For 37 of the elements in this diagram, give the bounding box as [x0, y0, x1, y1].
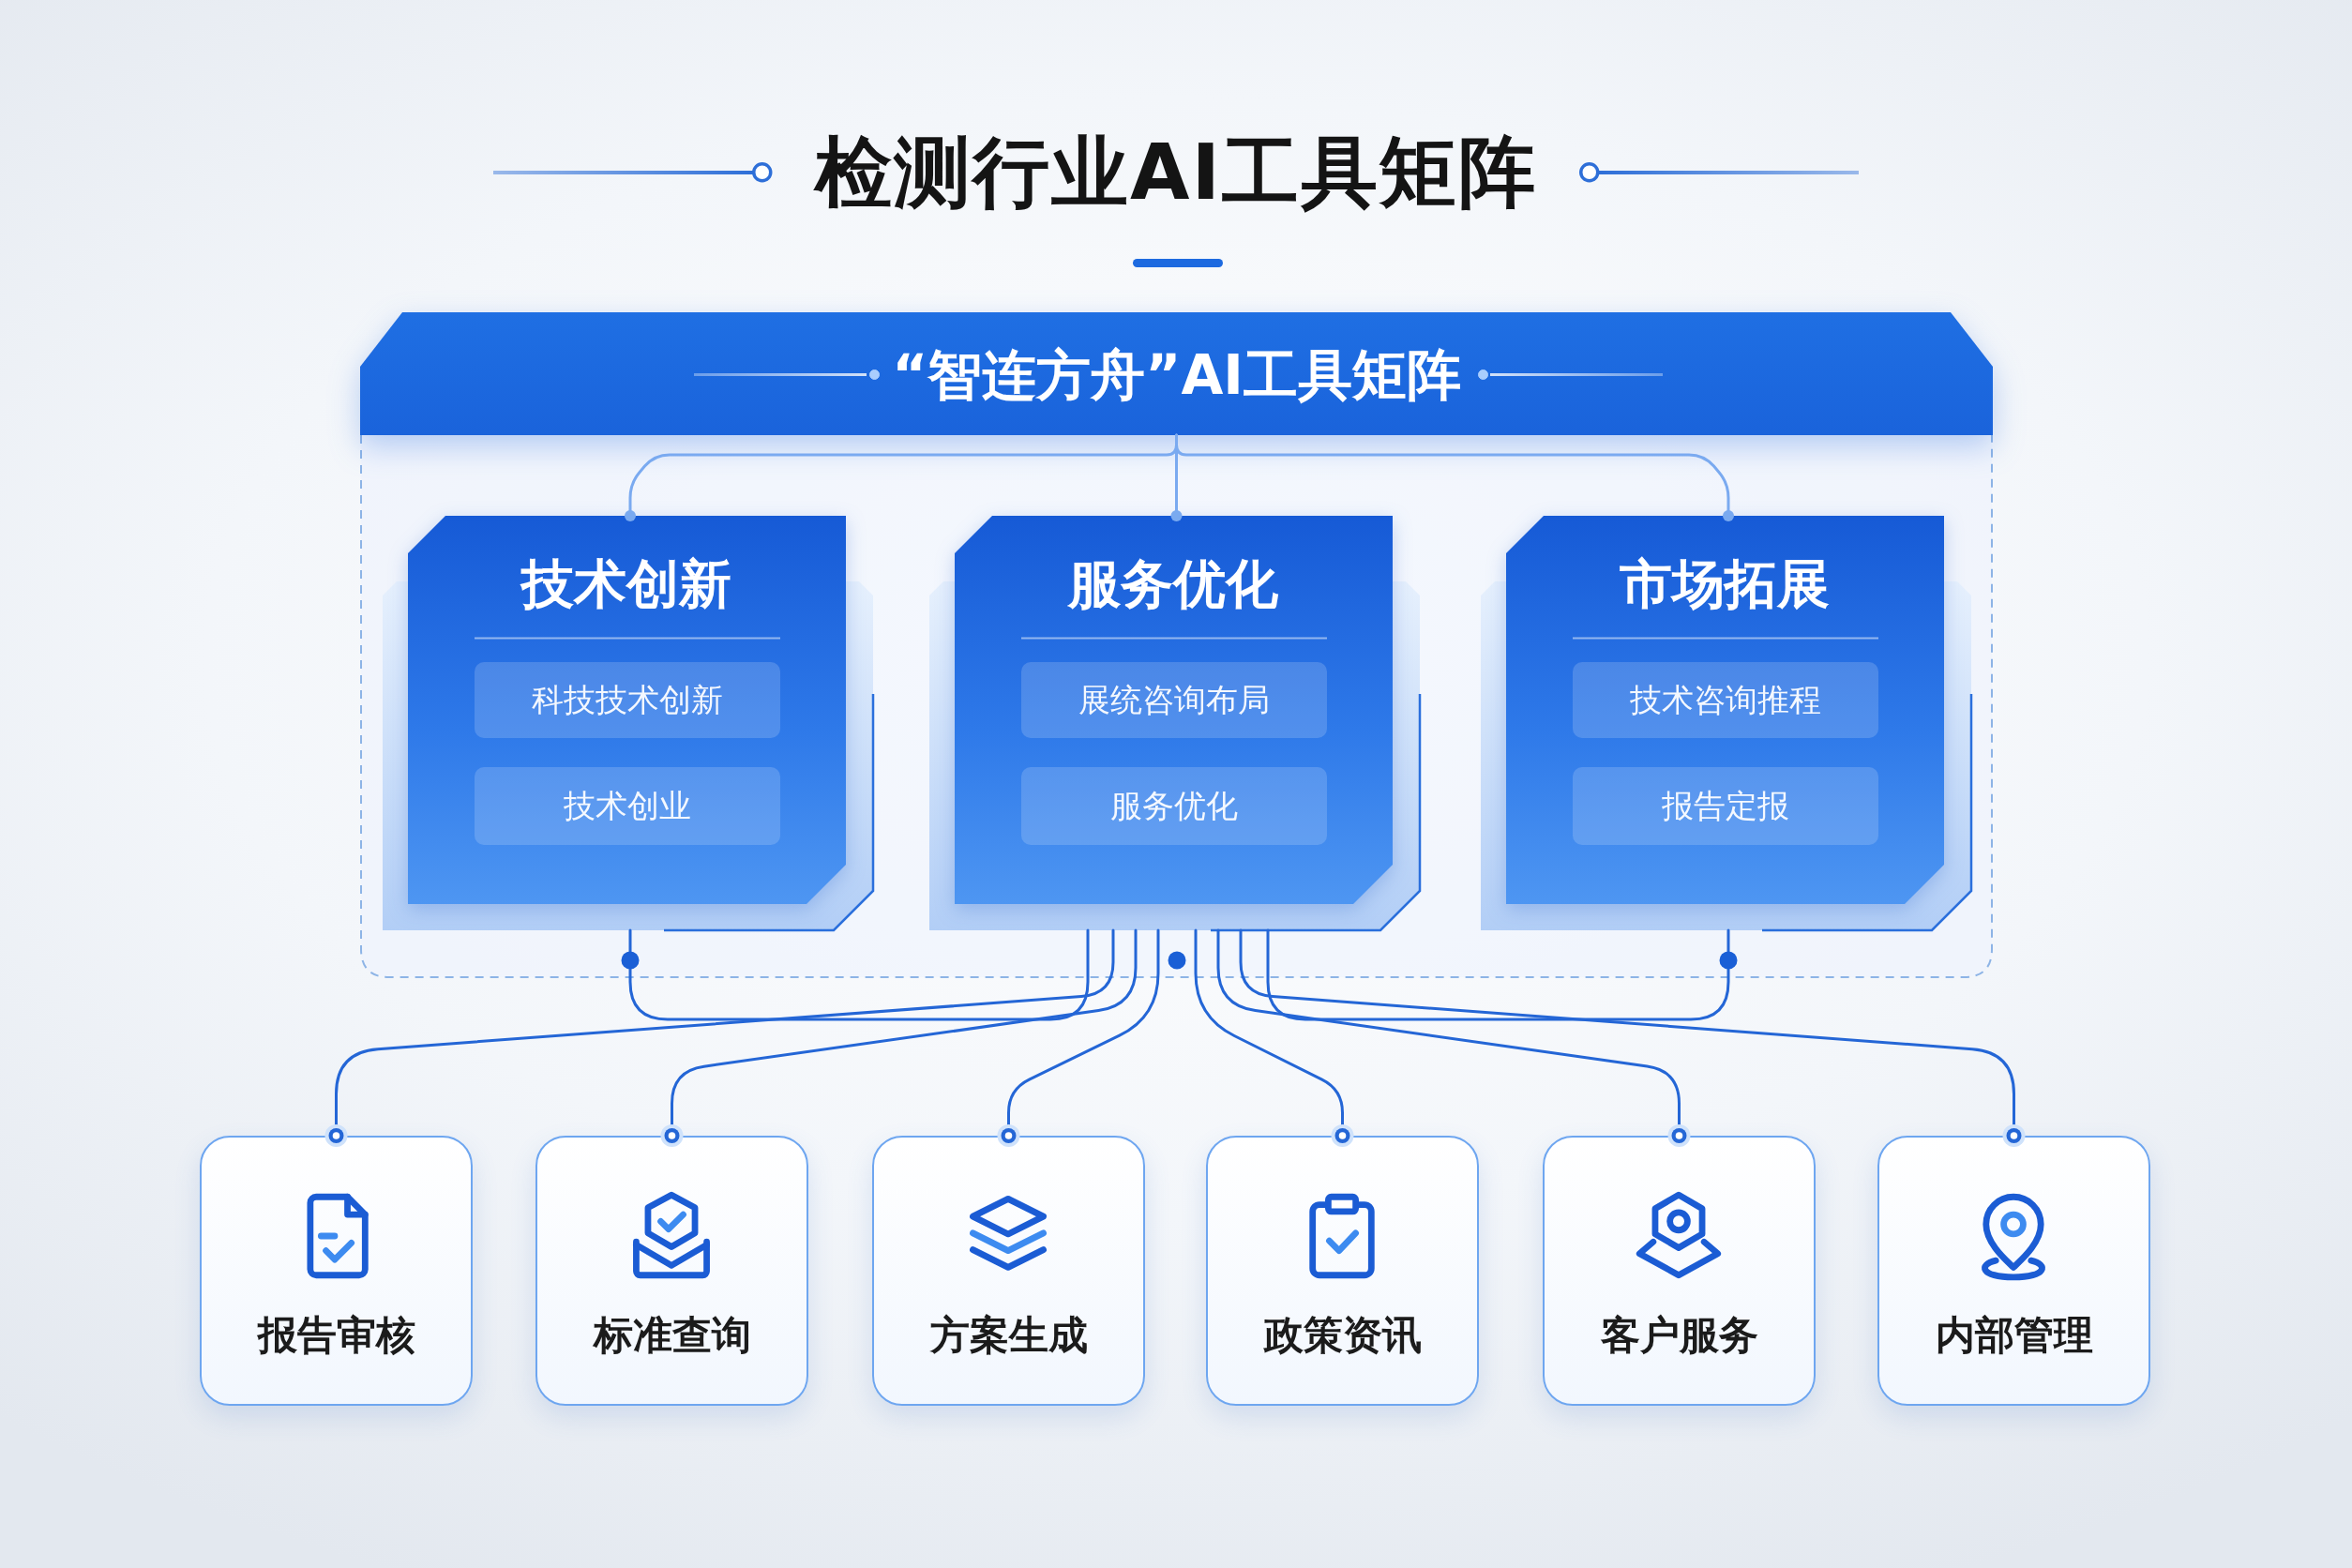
category-card	[383, 516, 873, 930]
category-card	[929, 516, 1420, 930]
connector-line	[1239, 928, 2026, 1147]
item-tag: 报告定报	[1573, 767, 1878, 845]
tool-card	[200, 1136, 473, 1406]
connector-line	[997, 928, 1160, 1147]
tool-card	[1877, 1136, 2150, 1406]
tool-label: 政策资讯	[1263, 1311, 1422, 1360]
tool-card	[535, 1136, 808, 1406]
card-heading: 服务优化	[1068, 553, 1278, 615]
connector-line	[1175, 433, 1734, 521]
tool-label: 内部管理	[1935, 1311, 2093, 1360]
item-tag: 服务优化	[1021, 767, 1327, 845]
tool-label: 报告审核	[257, 1311, 415, 1360]
tool-card	[1206, 1136, 1479, 1406]
item-tag: 技术咨询推程	[1573, 662, 1878, 738]
tool-label: 客户服务	[1600, 1311, 1758, 1360]
banner-title: “智连方舟”AI工具矩阵	[892, 342, 1461, 408]
connector-line	[628, 928, 1090, 1021]
card-heading: 市场拓展	[1620, 553, 1830, 615]
header-banner	[360, 312, 1993, 435]
connector-line	[1266, 928, 1730, 1021]
dashed-frame	[360, 435, 1993, 978]
connector-line	[660, 928, 1138, 1147]
connector-line	[1194, 928, 1354, 1147]
category-card	[1481, 516, 1971, 930]
tool-card	[1543, 1136, 1816, 1406]
tool-label: 标准查询	[593, 1311, 751, 1360]
connector-line	[1216, 928, 1691, 1147]
item-tag: 科技技术创新	[475, 662, 780, 738]
tool-label: 方案生成	[929, 1311, 1088, 1360]
item-tag: 展统咨询布局	[1021, 662, 1327, 738]
item-tag: 技术创业	[475, 767, 780, 845]
card-heading: 技术创新	[521, 553, 731, 615]
connector-line	[324, 928, 1115, 1147]
tool-card	[872, 1136, 1145, 1406]
title: 检测行业AI工具矩阵	[815, 127, 1537, 219]
